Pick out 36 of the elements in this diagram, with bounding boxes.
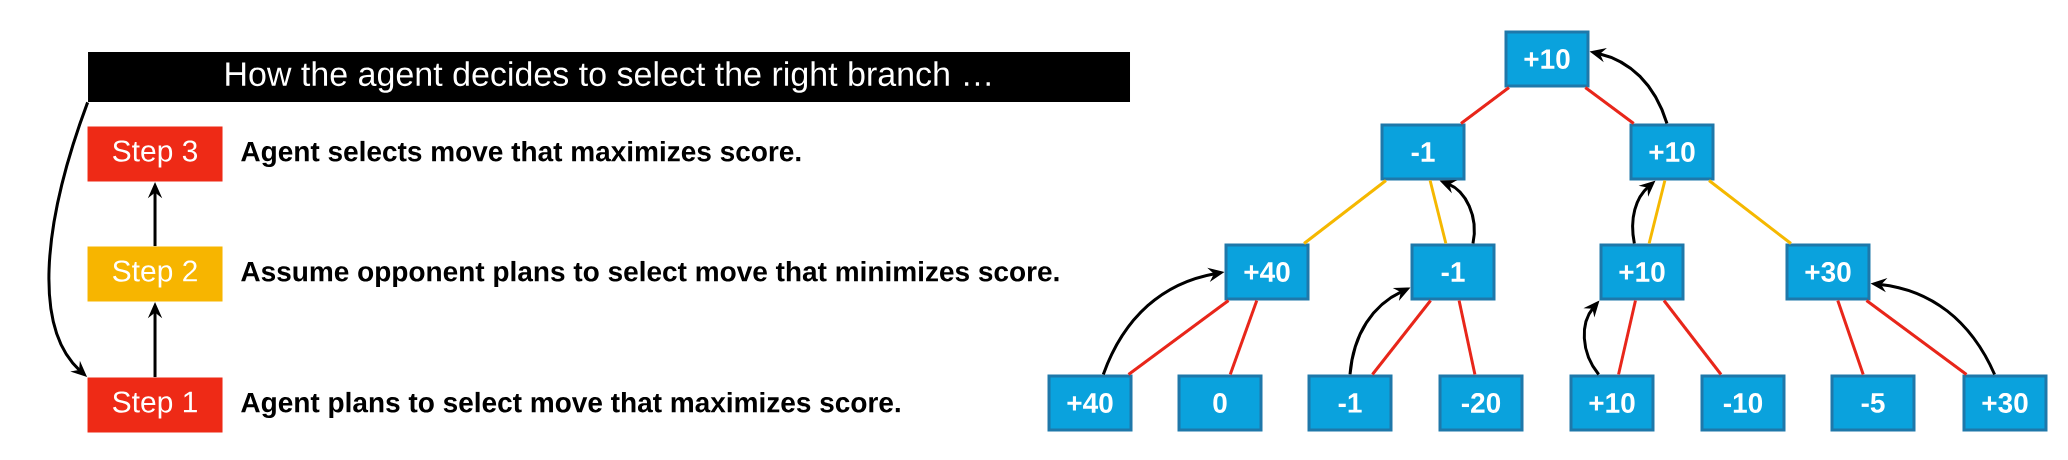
connector-line: [1708, 179, 1792, 245]
score-box: +10: [1629, 123, 1715, 181]
score-box: -5: [1830, 374, 1916, 432]
connector-line: [1836, 300, 1865, 375]
score-box: -1: [1380, 123, 1466, 181]
title-bar: How the agent decides to select the right branch …: [88, 52, 1130, 102]
step-box: Step 1: [87, 377, 223, 433]
score-box: +30: [1962, 374, 2048, 432]
score-box: +40: [1047, 374, 1133, 432]
step-box: Step 3: [87, 126, 223, 182]
score-box: -20: [1438, 374, 1524, 432]
step-box: Step 2: [87, 246, 223, 302]
score-box: +40: [1224, 243, 1310, 301]
connector-line: [1127, 299, 1230, 376]
connector-line: [1371, 299, 1432, 376]
connector-line: [1584, 86, 1635, 125]
score-box: -1: [1410, 243, 1496, 301]
score-box: -1: [1307, 374, 1393, 432]
connector-line: [1662, 299, 1723, 376]
score-box: +10: [1569, 374, 1655, 432]
score-box: 0: [1177, 374, 1263, 432]
score-box: -10: [1700, 374, 1786, 432]
connector-line: [1303, 179, 1387, 245]
connector-line: [1460, 86, 1510, 125]
score-box: +30: [1785, 243, 1871, 301]
score-box: +10: [1599, 243, 1685, 301]
score-box: +10: [1504, 30, 1590, 88]
step-description: Agent plans to select move that maximizes score.: [241, 391, 900, 419]
connector-line: [1457, 300, 1477, 375]
connector-line: [1228, 300, 1259, 375]
step-description: Assume opponent plans to select move that minimizes score.: [241, 260, 1059, 288]
step-description: Agent selects move that maximizes score.: [241, 140, 801, 168]
connector-line: [1865, 299, 1968, 376]
connector-line: [1647, 180, 1667, 244]
connector-line: [1617, 300, 1637, 375]
connector-line: [1428, 180, 1448, 244]
